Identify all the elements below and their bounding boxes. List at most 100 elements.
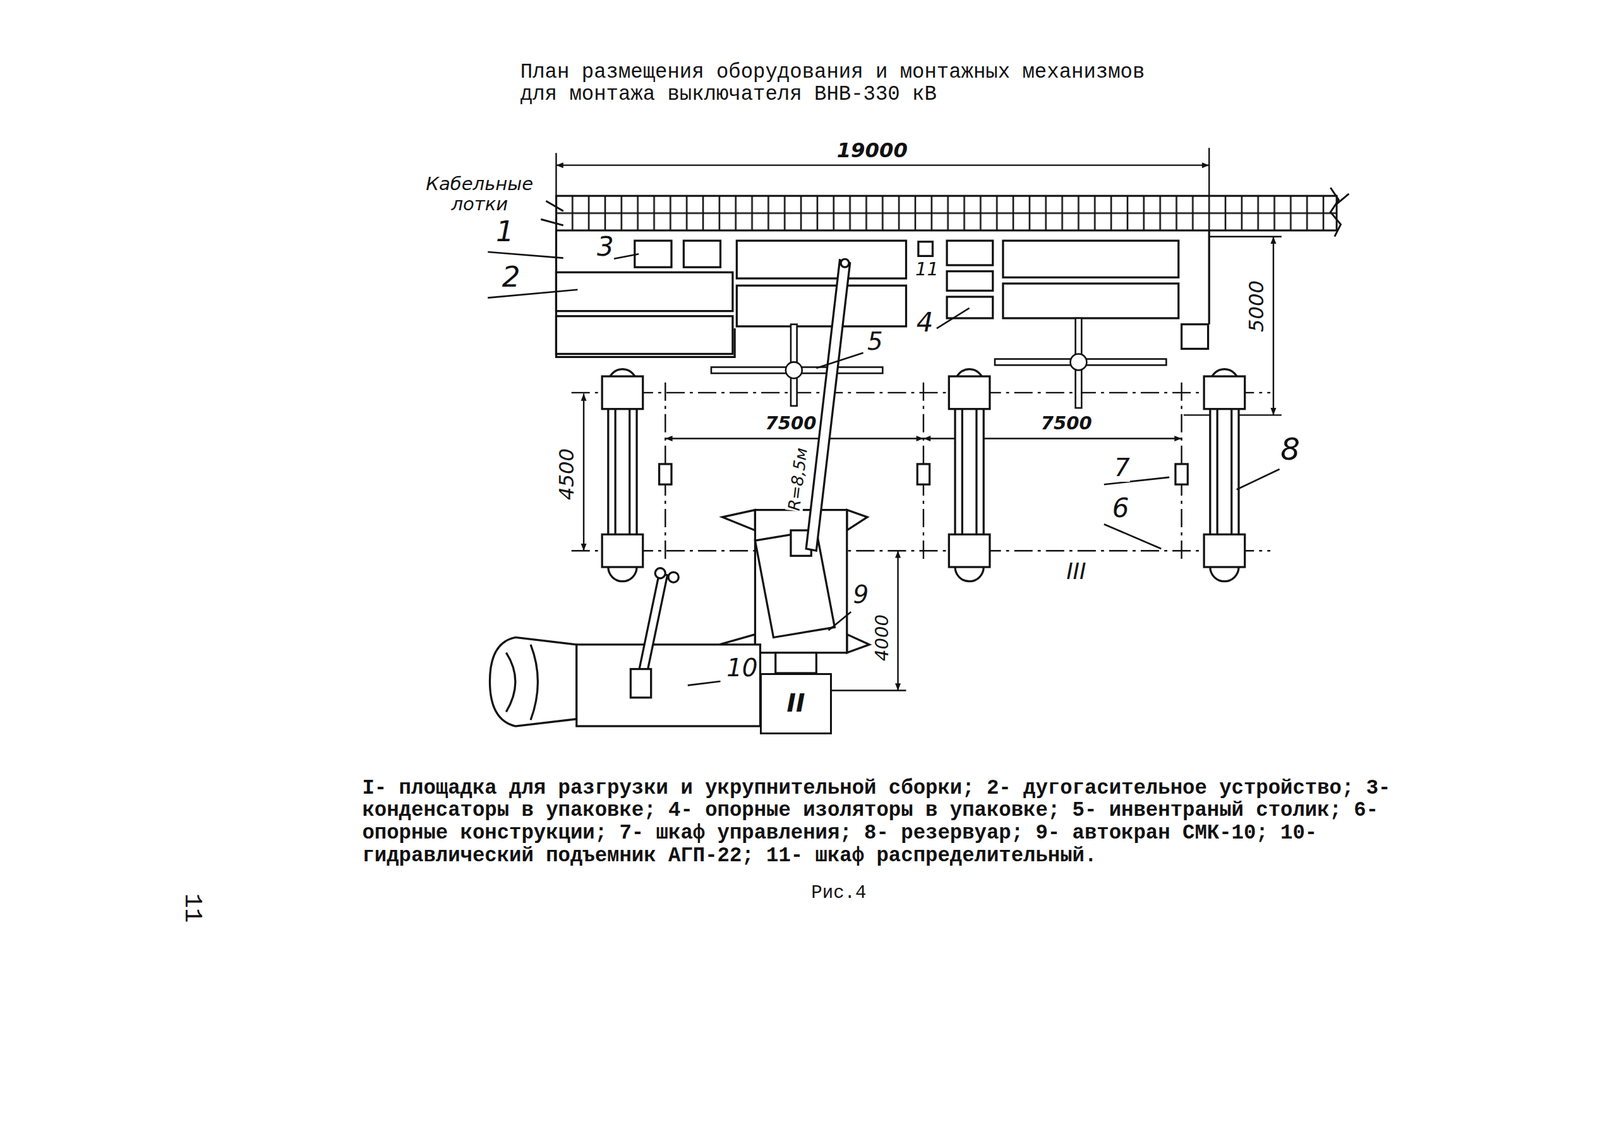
callout-number: 1 [495,216,515,248]
equipment-packages [918,241,933,257]
equipment-packages [634,240,672,268]
dimension-lines [1208,147,1210,196]
site-outline [555,230,1210,357]
leader-line [828,612,852,631]
reservoir [948,376,990,410]
assembly-table [1070,353,1088,371]
hydraulic-lift [576,644,761,727]
equipment-packages [1181,324,1209,350]
callout-number: 10 [726,655,758,683]
cabin-box: II [759,673,832,735]
control-cabinet [659,464,1189,485]
reservoir [1215,409,1218,536]
cable-trays [545,200,563,211]
dimension-text: 4500 [555,448,579,501]
equipment-packages [683,240,721,268]
callout-number: 3 [596,232,614,262]
dimension-text: 7500 [765,413,817,434]
leader-line [1236,469,1280,490]
callout-number: 2 [502,261,521,294]
dimension-lines [1272,236,1275,416]
leader-line [816,353,863,369]
assembly-table [785,361,803,379]
equipment-packages [736,240,906,279]
callout-number: 4 [916,308,934,338]
dimension-lines [555,152,557,196]
truck-crane [840,258,849,268]
leader-line [487,252,564,259]
truck-crane [847,634,870,654]
axis-lines [571,550,1271,552]
equipment-packages [555,316,733,355]
part-name: Кабельные лотки [413,173,546,215]
reservoir [614,409,617,536]
equipment-packages [555,272,733,311]
leader-line [1104,524,1161,549]
reservoir [601,369,1246,582]
zone-number: III [1066,559,1086,584]
dimension-lines [1209,236,1282,238]
reservoir [601,376,644,410]
dimension-lines [555,147,1282,691]
truck-crane [754,530,835,638]
control-cabinet [659,464,672,485]
hydraulic-lift [505,653,516,713]
figure-number: Рис.4 [811,883,867,904]
axis-lines [571,392,1271,394]
dimension-lines [555,164,1210,166]
dimension-lines [665,437,924,440]
control-cabinet [1175,464,1188,485]
cable-trays [1336,193,1349,205]
leader-line [487,289,578,299]
truck-crane [719,258,870,674]
leader-line [687,681,721,686]
equipment-packages [736,285,906,327]
page-number: 11 [178,893,206,923]
hydraulic-lift [530,644,538,721]
truck-crane [847,510,868,531]
control-cabinet [917,464,930,485]
equipment-packages [946,296,993,319]
reservoir [1203,376,1246,410]
callout-number: 5 [867,328,884,356]
cable-trays [540,219,564,226]
reservoir [961,409,964,536]
cable-trays [1330,187,1341,237]
cable-trays [540,187,1349,237]
callout-number: 6 [1112,493,1130,524]
truck-crane [806,260,850,551]
drawing-title: План размещения оборудования и монтажных… [520,61,1184,107]
equipment-packages [1003,283,1179,319]
reservoir [601,534,644,568]
leader-line [612,253,639,259]
hydraulic-lift [636,573,668,684]
legend-caption: I- площадка для разгрузки и укрупнительн… [361,777,1424,868]
hydraulic-lift [630,669,651,698]
leader-line [936,308,970,329]
zone-number: II [787,690,806,718]
dimension-text: 4000 [871,614,892,662]
truck-crane [775,653,817,674]
equipment-packages [946,271,993,292]
equipment-packages [946,240,993,266]
callout-number: 11 [915,258,939,280]
leader-line [487,252,1280,686]
reservoir [1203,534,1246,568]
dimension-lines [583,393,585,551]
dimension-lines [896,550,899,691]
truck-crane [722,510,756,531]
reservoir [948,534,990,568]
callout-number: 9 [853,581,870,609]
hydraulic-lift [489,568,760,727]
dimension-text: 5000 [1245,280,1269,333]
axis-lines [571,382,1271,564]
cable-trays [555,195,1337,231]
hydraulic-lift [668,572,679,583]
radius-text: R=8,5м [785,447,811,513]
callout-number: 8 [1280,432,1300,467]
site-outline [1208,230,1211,325]
assembly-table [711,318,1167,409]
dimension-text: 19000 [836,139,908,163]
